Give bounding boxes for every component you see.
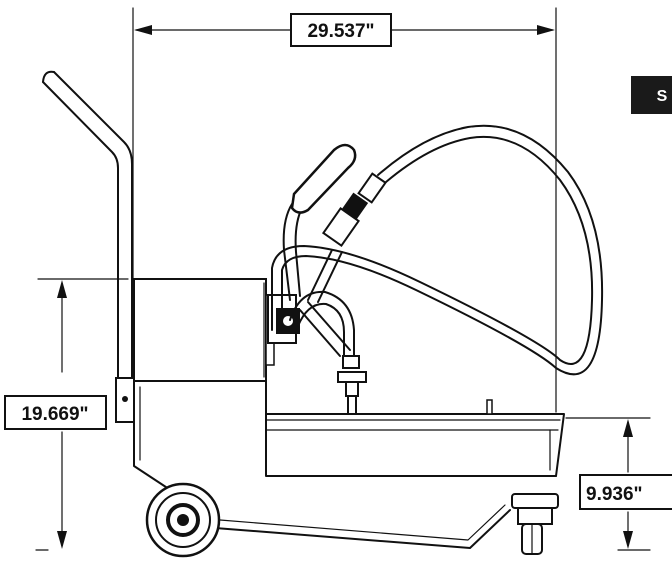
wand-tube <box>307 249 343 303</box>
rear-wheel <box>145 482 221 558</box>
side-tab-label: S <box>657 88 668 105</box>
wheel-hub <box>166 503 200 537</box>
side-height-label: 9.936" <box>586 484 643 505</box>
wand-handle-stem <box>282 203 293 301</box>
height-arrow-bottom <box>57 531 67 549</box>
caster-swivel <box>517 507 553 525</box>
pump-housing <box>133 278 275 382</box>
wand-valve <box>341 192 369 220</box>
height-label: 19.669" <box>21 404 88 425</box>
housing-upper <box>133 278 267 382</box>
nozzle-tip <box>347 395 357 415</box>
handle-tube-outer <box>42 81 119 381</box>
pan-outline <box>265 413 565 477</box>
width-dimension: 29.537" <box>132 7 557 413</box>
wand-grip <box>290 143 357 214</box>
height-label-box <box>4 395 107 430</box>
caster-plate <box>511 493 559 509</box>
height-dimension: 19.669" <box>4 278 129 551</box>
frame-base-rail <box>214 509 511 549</box>
width-label: 29.537" <box>307 21 374 42</box>
side-arrow-top <box>623 419 633 437</box>
wand-assembly <box>282 143 387 303</box>
nozzle-stem <box>345 381 359 397</box>
short-hose <box>289 290 355 357</box>
height-arrow-top <box>57 280 67 298</box>
width-arrow-left <box>134 25 152 35</box>
wand-handle-stem-inner <box>294 207 303 297</box>
cart-handle <box>42 70 135 423</box>
side-height-dimension: 9.936" <box>565 417 672 551</box>
side-label-box <box>579 474 672 510</box>
handle-tube-inner <box>53 71 133 381</box>
wheel-tread <box>155 492 211 548</box>
lower-nozzle <box>337 355 367 415</box>
nozzle-collar <box>342 355 360 369</box>
frame-base-rail-inner <box>219 504 506 541</box>
wand-swivel <box>357 172 387 204</box>
nozzle-flange <box>337 371 367 383</box>
short-hose-outer <box>289 290 355 357</box>
front-caster <box>511 493 559 555</box>
long-hose-inner <box>281 124 604 376</box>
wand-coupler <box>321 207 361 247</box>
side-tab: S <box>631 76 672 114</box>
width-arrow-right <box>537 25 555 35</box>
short-hose-inner <box>297 302 345 357</box>
width-label-box <box>290 13 392 47</box>
handle-end-cap <box>42 70 55 83</box>
frame-body <box>133 380 557 477</box>
cart-frame <box>133 380 557 549</box>
handle-bolt <box>122 396 128 402</box>
wheel-axle <box>177 514 189 526</box>
side-arrow-bottom <box>623 531 633 549</box>
pan-vent <box>486 399 493 415</box>
short-hose-arm-b <box>307 301 351 351</box>
frame-left-leg <box>133 380 176 494</box>
drain-pan <box>265 399 565 477</box>
short-hose-arm-a <box>299 309 341 357</box>
side-tab-background <box>631 76 672 114</box>
